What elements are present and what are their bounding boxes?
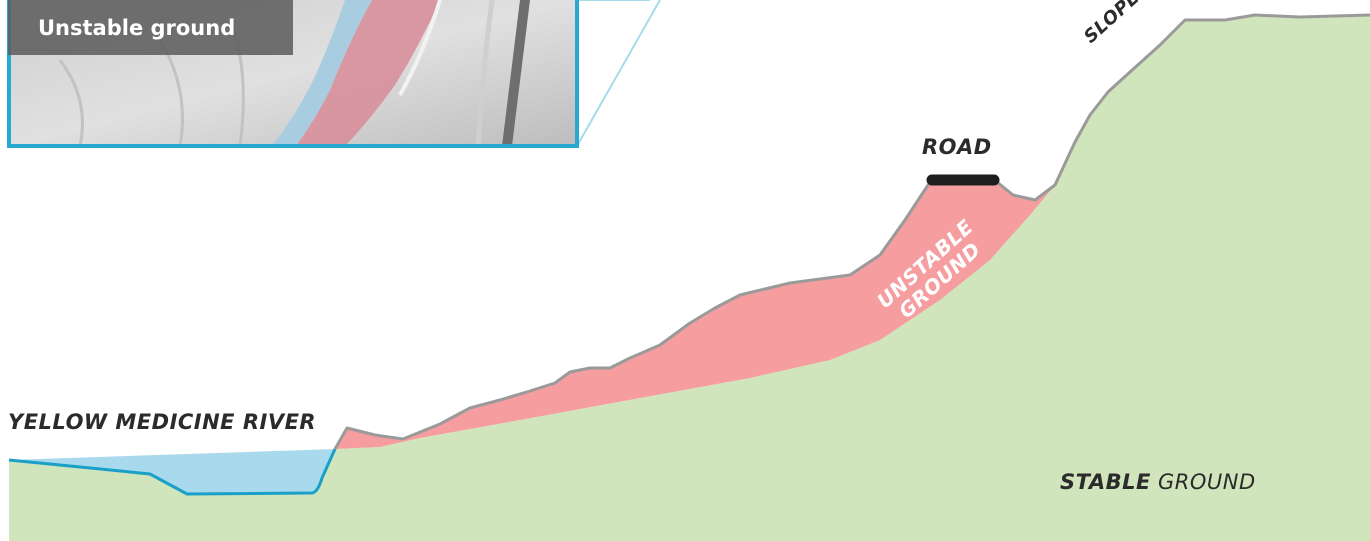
inset-leader-line: [577, 0, 660, 146]
inset-caption: Unstable ground: [8, 0, 293, 55]
river-label: YELLOW MEDICINE RIVER: [8, 410, 316, 434]
stable-label-rest: GROUND: [1151, 470, 1256, 494]
road-label: ROAD: [922, 135, 992, 159]
stable-label-strong: STABLE: [1060, 470, 1151, 494]
stable-ground-label: STABLE GROUND: [1060, 470, 1256, 494]
